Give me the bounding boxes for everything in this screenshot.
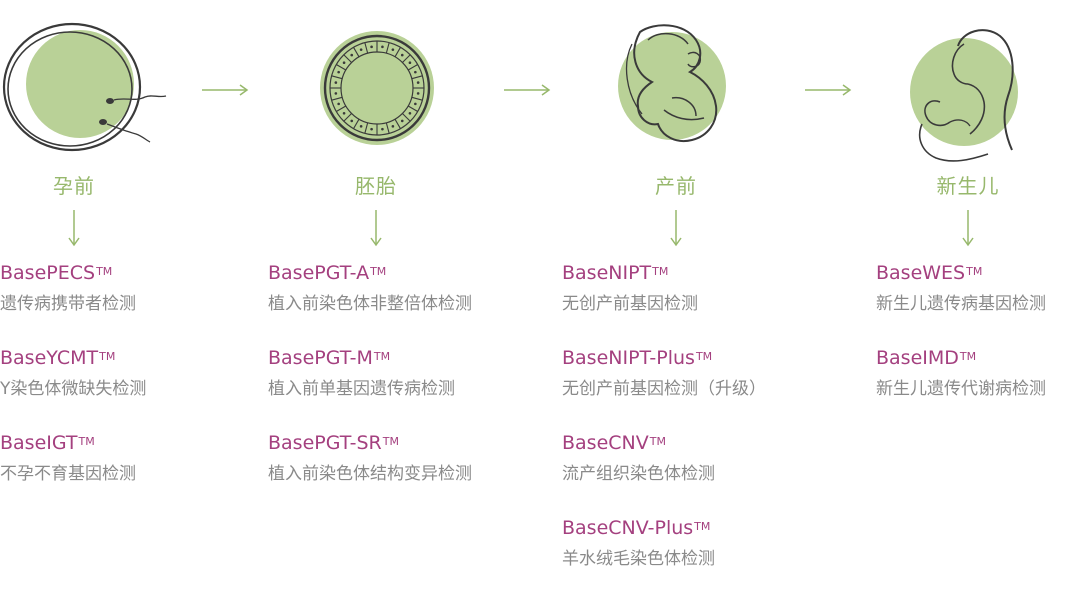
product-item: BaseIGTTM 不孕不育基因检测 <box>0 428 146 490</box>
product-item: BasePGT-SRTM 植入前染色体结构变异检测 <box>268 428 472 490</box>
egg-and-sperm-icon <box>2 22 167 152</box>
mother-and-baby-icon <box>910 29 1018 162</box>
product-code: BasePECSTM <box>0 262 113 284</box>
product-description: 植入前染色体非整倍体检测 <box>268 294 472 314</box>
product-code: BaseWESTM <box>876 262 983 284</box>
product-item: BasePGT-MTM 植入前单基因遗传病检测 <box>268 343 472 405</box>
stage-label-newborn: 新生儿 <box>936 174 1000 198</box>
product-description: 不孕不育基因检测 <box>0 464 136 484</box>
product-item: BaseWESTM 新生儿遗传病基因检测 <box>876 258 1046 320</box>
product-description: 无创产前基因检测 <box>562 294 698 314</box>
product-item: BasePECSTM 遗传病携带者检测 <box>0 258 146 320</box>
product-description: 新生儿遗传病基因检测 <box>876 294 1046 314</box>
product-code: BasePGT-SRTM <box>268 432 399 454</box>
product-description: 新生儿遗传代谢病检测 <box>876 379 1046 399</box>
product-description: 流产组织染色体检测 <box>562 464 715 484</box>
product-description: 无创产前基因检测（升级） <box>562 379 766 399</box>
fetus-icon <box>618 24 726 142</box>
flow-arrow-icon <box>202 84 249 96</box>
flow-arrow-icon <box>504 84 551 96</box>
product-description: Y染色体微缺失检测 <box>0 379 147 399</box>
product-code: BaseYCMTTM <box>0 347 116 369</box>
product-code: BaseCNVTM <box>562 432 666 454</box>
down-arrow-icon <box>370 210 382 247</box>
product-item: BaseCNV-PlusTM 羊水绒毛染色体检测 <box>562 513 766 575</box>
product-description: 植入前单基因遗传病检测 <box>268 379 455 399</box>
product-item: BasePGT-ATM 植入前染色体非整倍体检测 <box>268 258 472 320</box>
down-arrow-icon <box>68 210 80 247</box>
product-code: BaseIGTTM <box>0 432 95 454</box>
product-list-newborn: BaseWESTM 新生儿遗传病基因检测 BaseIMDTM 新生儿遗传代谢病检… <box>876 258 1046 428</box>
product-description: 遗传病携带者检测 <box>0 294 136 314</box>
stage-label-prenatal: 产前 <box>655 174 697 198</box>
product-code: BaseNIPT-PlusTM <box>562 347 713 369</box>
product-item: BaseCNVTM 流产组织染色体检测 <box>562 428 766 490</box>
product-item: BaseIMDTM 新生儿遗传代谢病检测 <box>876 343 1046 405</box>
product-item: BaseYCMTTM Y染色体微缺失检测 <box>0 343 146 405</box>
product-list-embryo: BasePGT-ATM 植入前染色体非整倍体检测 BasePGT-MTM 植入前… <box>268 258 472 513</box>
product-item: BaseNIPT-PlusTM 无创产前基因检测（升级） <box>562 343 766 405</box>
stage-label-embryo: 胚胎 <box>355 174 397 198</box>
flow-arrow-icon <box>805 84 852 96</box>
product-description: 羊水绒毛染色体检测 <box>562 549 715 569</box>
product-code: BaseCNV-PlusTM <box>562 517 711 539</box>
product-code: BasePGT-ATM <box>268 262 387 284</box>
product-code: BasePGT-MTM <box>268 347 391 369</box>
down-arrow-icon <box>670 210 682 247</box>
product-code: BaseIMDTM <box>876 347 977 369</box>
blastocyst-icon <box>320 31 434 145</box>
product-list-prenatal: BaseNIPTTM 无创产前基因检测 BaseNIPT-PlusTM 无创产前… <box>562 258 766 598</box>
down-arrow-icon <box>962 210 974 247</box>
product-list-pre-pregnancy: BasePECSTM 遗传病携带者检测 BaseYCMTTM Y染色体微缺失检测… <box>0 258 146 513</box>
product-item: BaseNIPTTM 无创产前基因检测 <box>562 258 766 320</box>
stage-label-pre-pregnancy: 孕前 <box>53 174 95 198</box>
product-description: 植入前染色体结构变异检测 <box>268 464 472 484</box>
product-code: BaseNIPTTM <box>562 262 669 284</box>
